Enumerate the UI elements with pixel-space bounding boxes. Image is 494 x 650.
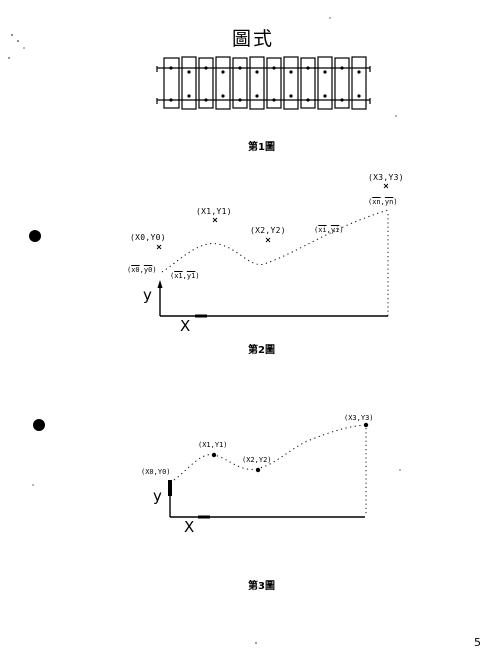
- fig1-frame: [283, 56, 299, 110]
- fig3-label-p2: (X2,Y2): [242, 456, 272, 464]
- figure1-caption: 第1圖: [248, 142, 275, 153]
- fig2-mean-0: (x0,y0): [127, 266, 157, 274]
- fig2-label-p1: (X1,Y1): [196, 207, 232, 216]
- fig2-y-arrow: [157, 280, 163, 288]
- fig1-frame: [351, 56, 367, 110]
- fig1-frame: [198, 57, 214, 109]
- binding-hole: [29, 230, 41, 242]
- fig3-y-marker: [168, 480, 172, 496]
- figure3-caption: 第3圖: [248, 581, 275, 592]
- fig1-frame: [317, 56, 333, 110]
- fig1-frame: [215, 56, 231, 110]
- page-number: 5: [474, 636, 481, 649]
- fig1-frame: [249, 56, 265, 110]
- fig1-frame: [300, 57, 316, 109]
- fig3-label-p0: (X0,Y0): [141, 468, 171, 476]
- fig2-label-p2: (X2,Y2): [250, 226, 286, 235]
- fig3-y-axis-label: y: [153, 487, 162, 505]
- fig2-x-axis-label: X: [180, 317, 191, 335]
- scan-specks: [8, 17, 401, 644]
- page-title: 圖式: [232, 28, 275, 50]
- fig3-x-axis-label: X: [184, 518, 195, 536]
- fig1-frame: [181, 56, 197, 110]
- fig3-label-p3: (X3,Y3): [344, 414, 374, 422]
- fig3-point-3: [363, 422, 369, 428]
- fig2-crosses: [156, 183, 389, 250]
- fig2-label-p3: (X3,Y3): [368, 173, 404, 182]
- binding-hole: [33, 419, 45, 431]
- fig1-frame: [163, 57, 180, 109]
- figure2-drawing: [29, 183, 389, 318]
- fig1-frame: [334, 57, 350, 109]
- fig1-frame: [266, 57, 282, 109]
- fig1-frame: [232, 57, 248, 109]
- fig2-dotted-curve: [161, 209, 389, 273]
- fig3-point-2: [255, 467, 261, 473]
- fig2-mean-1: (x1,y1): [170, 272, 200, 280]
- figure3-drawing: [33, 419, 369, 519]
- fig2-label-p0: (X0,Y0): [130, 233, 166, 242]
- fig2-mean-i: (xi,yi): [314, 226, 344, 234]
- fig2-y-axis-label: y: [143, 286, 152, 304]
- figure1-holes: [169, 66, 361, 102]
- figure2-caption: 第2圖: [248, 345, 275, 356]
- figure1-strip-drawing: [156, 56, 371, 110]
- fig2-mean-n: (xn,yn): [368, 198, 398, 206]
- fig3-dotted-curve: [173, 424, 367, 481]
- fig3-point-1: [211, 452, 217, 458]
- fig3-label-p1: (X1,Y1): [198, 441, 228, 449]
